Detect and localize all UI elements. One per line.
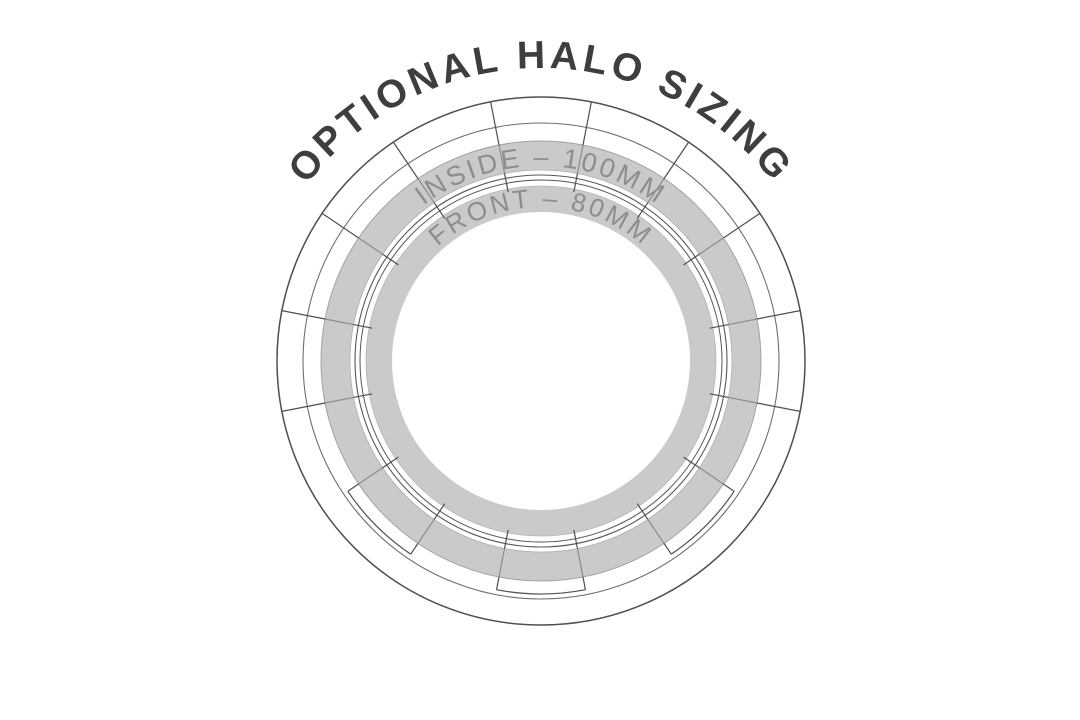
locking-tab-edge: [353, 323, 373, 329]
locking-tab-edge: [392, 141, 419, 179]
separator-circle-inner: [359, 179, 723, 543]
locking-tab-edge: [433, 202, 446, 219]
locking-tab-edge: [573, 173, 579, 193]
locking-tab-outer-edge: [347, 490, 412, 555]
locking-tab-edge: [636, 503, 649, 520]
locking-tab-edge: [573, 529, 579, 549]
locking-tab-edge: [663, 543, 672, 555]
locking-tab-edge: [647, 178, 665, 203]
separator-circle-outer: [354, 174, 728, 548]
outer-circle: [276, 96, 806, 626]
locking-tab-edge: [699, 467, 724, 485]
locking-tab-edge: [347, 483, 359, 492]
front-ring-outer-outline: [365, 185, 717, 537]
rim-circle: [302, 122, 780, 600]
locking-tab-edge: [495, 576, 500, 590]
locking-tab-edge: [358, 237, 383, 255]
locking-tab-edge: [353, 393, 373, 399]
locking-tab-edge: [417, 519, 435, 544]
locking-tab-edge: [728, 318, 758, 326]
locking-tab-edge: [382, 456, 399, 469]
locking-tab-edge: [503, 529, 509, 549]
locking-tab-edge: [683, 253, 700, 266]
locking-tabs: [281, 101, 801, 595]
locking-tab-edge: [410, 543, 419, 555]
locking-tab-edge: [699, 237, 724, 255]
inside-ring-inner-outline: [349, 169, 733, 553]
locking-tab-edge: [324, 318, 354, 326]
locking-tab-edge: [324, 396, 354, 404]
locking-tab-edge: [281, 310, 326, 320]
locking-tab-outer-edge: [670, 490, 735, 555]
locking-tab-edge: [709, 393, 729, 399]
locking-tab-edge: [576, 144, 584, 174]
locking-tab-edge: [498, 144, 506, 174]
locking-tab-edge: [663, 141, 690, 179]
locking-tab-edge: [417, 178, 435, 203]
locking-tab-edge: [756, 402, 801, 412]
locking-tab-edge: [321, 212, 359, 239]
double-separator-circles: [354, 174, 728, 548]
locking-tab-edge: [723, 212, 761, 239]
front-ring-label: FRONT – 80MM: [423, 183, 660, 251]
locking-tab-edge: [728, 396, 758, 404]
locking-tab-edge: [433, 503, 446, 520]
locking-tab-edge: [582, 101, 592, 146]
locking-tab-edge: [382, 253, 399, 266]
measurement-bands: [320, 140, 762, 582]
locking-tab-edge: [503, 173, 509, 193]
locking-tab-edge: [490, 101, 500, 146]
locking-tab-edge: [636, 202, 649, 219]
locking-tab-edge: [723, 483, 735, 492]
locking-tab-edge: [498, 548, 506, 578]
locking-tab-edge: [756, 310, 801, 320]
locking-tab-edge: [709, 323, 729, 329]
inside-ring-outer-outline: [320, 140, 762, 582]
locking-tab-edge: [358, 467, 383, 485]
locking-tab-edge: [683, 456, 700, 469]
locking-tab-edge: [576, 548, 584, 578]
locking-tab-edge: [647, 519, 665, 544]
locking-tab-edge: [582, 576, 587, 590]
front-ring-band: [366, 186, 716, 536]
locking-tab-outer-edge: [496, 589, 586, 595]
front-ring-label-textpath: FRONT – 80MM: [423, 183, 657, 251]
locking-tab-edge: [281, 402, 326, 412]
inside-ring-band: [321, 141, 761, 581]
